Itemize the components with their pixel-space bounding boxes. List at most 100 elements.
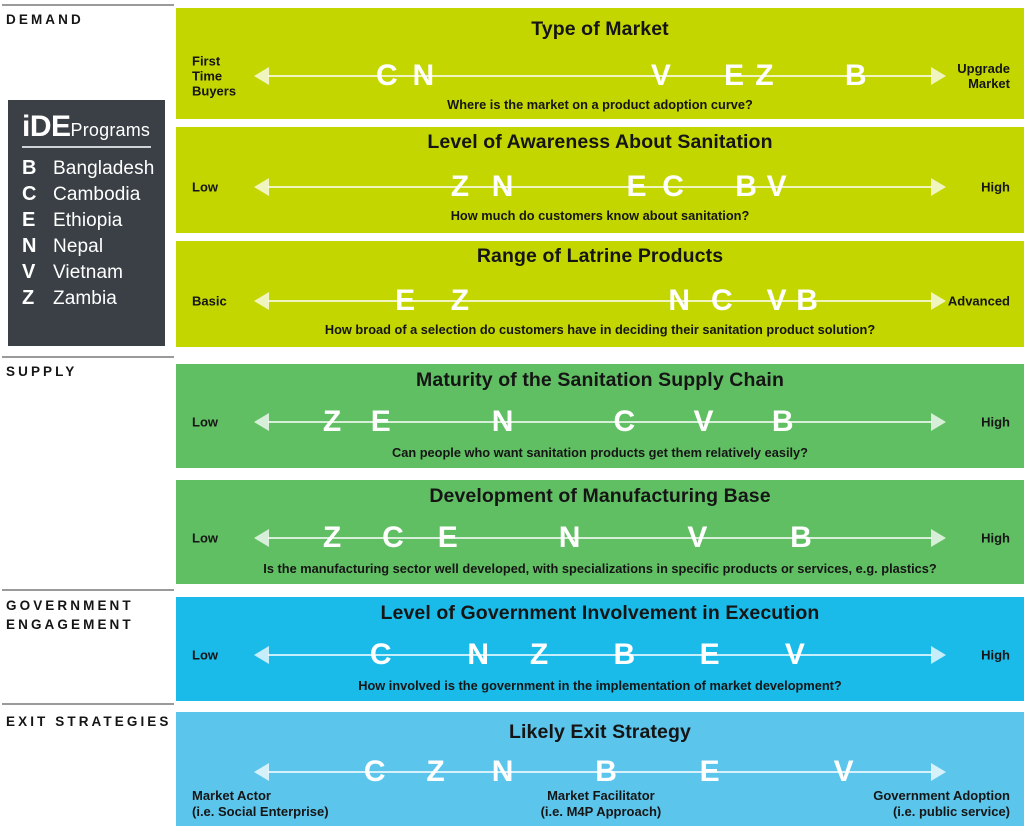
arrow-left-icon bbox=[254, 646, 269, 664]
ide-programs-legend: iDEPrograms B Bangladesh C Cambodia E Et… bbox=[8, 100, 165, 346]
band-title: Likely Exit Strategy bbox=[509, 721, 691, 743]
axis-anchor-left: Low bbox=[192, 414, 218, 430]
axis-anchor-right: Advanced bbox=[947, 293, 1010, 309]
legend-name: Ethiopia bbox=[53, 209, 123, 231]
axis-anchor-left: Low bbox=[192, 179, 218, 195]
axis-anchor-right: High bbox=[981, 414, 1010, 430]
rail-divider bbox=[2, 4, 174, 6]
band-question: Can people who want sanitation products … bbox=[392, 445, 808, 460]
arrow-right-icon bbox=[931, 646, 946, 664]
arrow-left-icon bbox=[254, 178, 269, 196]
country-marker-C: C bbox=[376, 59, 398, 92]
country-marker-N: N bbox=[491, 170, 514, 203]
category-label-demand: DEMAND bbox=[6, 12, 84, 27]
country-marker-E: E bbox=[723, 59, 744, 92]
country-marker-E: E bbox=[370, 405, 391, 438]
country-marker-Z: Z bbox=[450, 284, 470, 317]
axis-anchor-left: First Time Buyers bbox=[192, 53, 237, 99]
arrow-right-icon bbox=[931, 67, 946, 85]
axis-anchor-right: High bbox=[981, 530, 1010, 546]
country-marker-B: B bbox=[771, 405, 794, 438]
band-question: How broad of a selection do customers ha… bbox=[324, 322, 876, 337]
country-marker-E: E bbox=[699, 638, 720, 671]
legend-key: B bbox=[22, 156, 37, 179]
band-question: Where is the market on a product adoptio… bbox=[447, 97, 753, 112]
arrow-right-icon bbox=[931, 413, 946, 431]
legend-header: iDEPrograms bbox=[8, 100, 165, 142]
country-marker-B: B bbox=[796, 284, 818, 317]
band-title: Range of Latrine Products bbox=[476, 245, 724, 267]
arrow-left-icon bbox=[254, 529, 269, 547]
rail-divider bbox=[2, 589, 174, 591]
arrow-right-icon bbox=[931, 292, 946, 310]
arrow-right-icon bbox=[931, 178, 946, 196]
country-marker-B: B bbox=[613, 638, 636, 671]
axis-anchor-left: Basic bbox=[192, 293, 227, 309]
legend-key: N bbox=[22, 234, 37, 257]
country-marker-V: V bbox=[766, 170, 787, 203]
legend-key: C bbox=[22, 182, 37, 205]
country-marker-C: C bbox=[662, 170, 684, 203]
legend-name: Zambia bbox=[53, 287, 117, 309]
axis-line bbox=[268, 654, 932, 656]
axis-line bbox=[268, 537, 932, 539]
legend-item: N Nepal bbox=[8, 233, 165, 259]
legend-key: V bbox=[22, 260, 36, 283]
band-title: Type of Market bbox=[531, 18, 669, 40]
legend-item: E Ethiopia bbox=[8, 207, 165, 233]
axis-anchor-right: High bbox=[981, 179, 1010, 195]
axis-anchor-left: Low bbox=[192, 530, 218, 546]
country-marker-Z: Z bbox=[755, 59, 774, 92]
category-label-exit-strategies: EXIT STRATEGIES bbox=[6, 714, 172, 729]
rail-divider bbox=[2, 356, 174, 358]
country-marker-Z: Z bbox=[529, 638, 549, 671]
band-title: Development of Manufacturing Base bbox=[429, 485, 771, 507]
legend-item: C Cambodia bbox=[8, 181, 165, 207]
country-marker-N: N bbox=[668, 284, 690, 317]
country-marker-V: V bbox=[766, 284, 787, 317]
country-marker-B: B bbox=[844, 59, 867, 92]
band-title: Level of Government Involvement in Execu… bbox=[380, 602, 820, 624]
axis-anchor-right: High bbox=[981, 647, 1010, 663]
country-marker-V: V bbox=[784, 638, 805, 671]
country-marker-Z: Z bbox=[426, 755, 445, 788]
arrow-right-icon bbox=[931, 763, 946, 781]
band-question: How much do customers know about sanitat… bbox=[450, 208, 750, 223]
axis-line bbox=[268, 421, 932, 423]
band-title: Level of Awareness About Sanitation bbox=[427, 131, 773, 153]
axis-anchor-right: Upgrade Market bbox=[957, 61, 1010, 91]
country-marker-N: N bbox=[491, 755, 514, 788]
country-marker-Z: Z bbox=[322, 521, 342, 554]
scale-band-6: Level of Government Involvement in Execu… bbox=[176, 597, 1024, 701]
country-marker-Z: Z bbox=[322, 405, 342, 438]
legend-name: Nepal bbox=[53, 235, 104, 257]
country-marker-C: C bbox=[710, 284, 733, 317]
country-marker-C: C bbox=[382, 521, 404, 554]
country-marker-E: E bbox=[626, 170, 647, 203]
exit-strategy-footer-labels: Market Actor (i.e. Social Enterprise)Mar… bbox=[192, 788, 1010, 820]
legend-list: B Bangladesh C Cambodia E Ethiopia N Nep… bbox=[8, 155, 165, 311]
axis-line bbox=[268, 75, 932, 77]
country-marker-V: V bbox=[693, 405, 714, 438]
country-marker-E: E bbox=[437, 521, 458, 554]
legend-name: Cambodia bbox=[53, 183, 141, 205]
axis-line bbox=[268, 300, 932, 302]
country-marker-B: B bbox=[595, 755, 617, 788]
country-marker-N: N bbox=[467, 638, 490, 671]
arrow-right-icon bbox=[931, 529, 946, 547]
country-marker-C: C bbox=[613, 405, 636, 438]
exit-label-market-actor: Market Actor (i.e. Social Enterprise) bbox=[192, 788, 329, 819]
axis-line bbox=[268, 186, 932, 188]
axis-line bbox=[268, 771, 932, 773]
legend-divider bbox=[22, 146, 151, 148]
